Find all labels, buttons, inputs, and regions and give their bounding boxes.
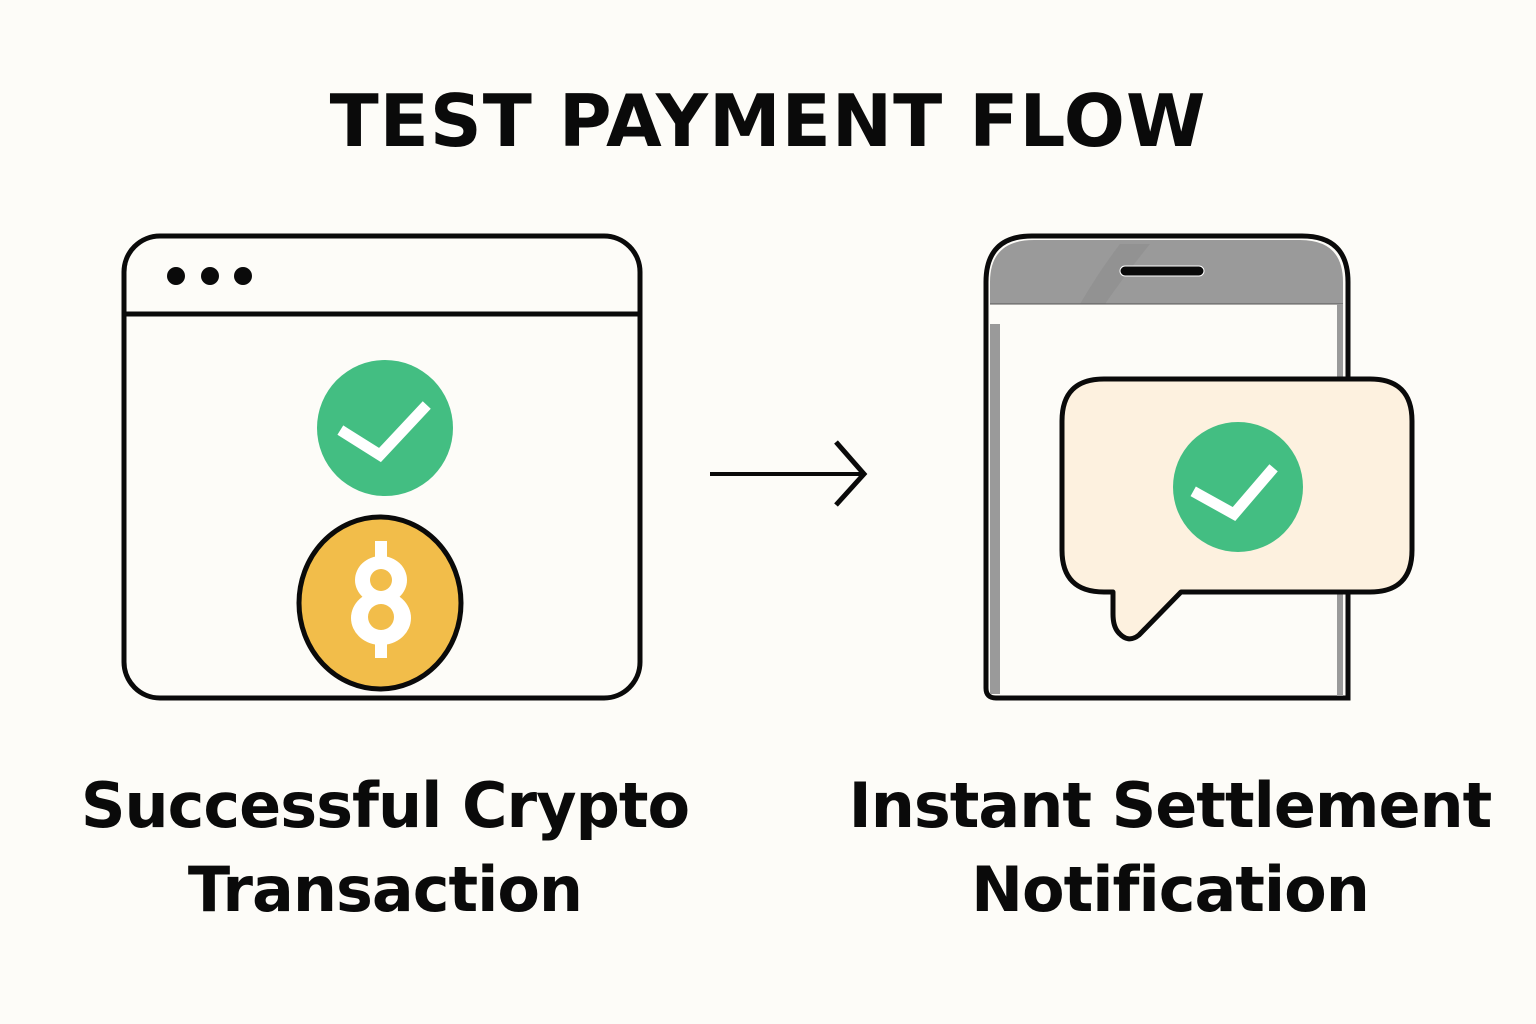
arrow-right-icon <box>710 440 868 507</box>
caption-line: Successful Crypto <box>80 769 690 842</box>
caption-line: Transaction <box>187 853 583 926</box>
caption-instant-settlement-notification: Instant Settlement Notification <box>830 764 1510 932</box>
check-circle-icon <box>317 360 453 496</box>
window-dots-icon <box>167 267 252 285</box>
caption-line: Notification <box>971 853 1370 926</box>
crypto-coin-icon <box>296 514 464 692</box>
caption-line: Instant Settlement <box>848 769 1493 842</box>
check-circle-icon <box>1173 422 1303 552</box>
page-title: TEST PAYMENT FLOW <box>329 79 1207 163</box>
caption-successful-crypto-transaction: Successful Crypto Transaction <box>40 764 730 932</box>
